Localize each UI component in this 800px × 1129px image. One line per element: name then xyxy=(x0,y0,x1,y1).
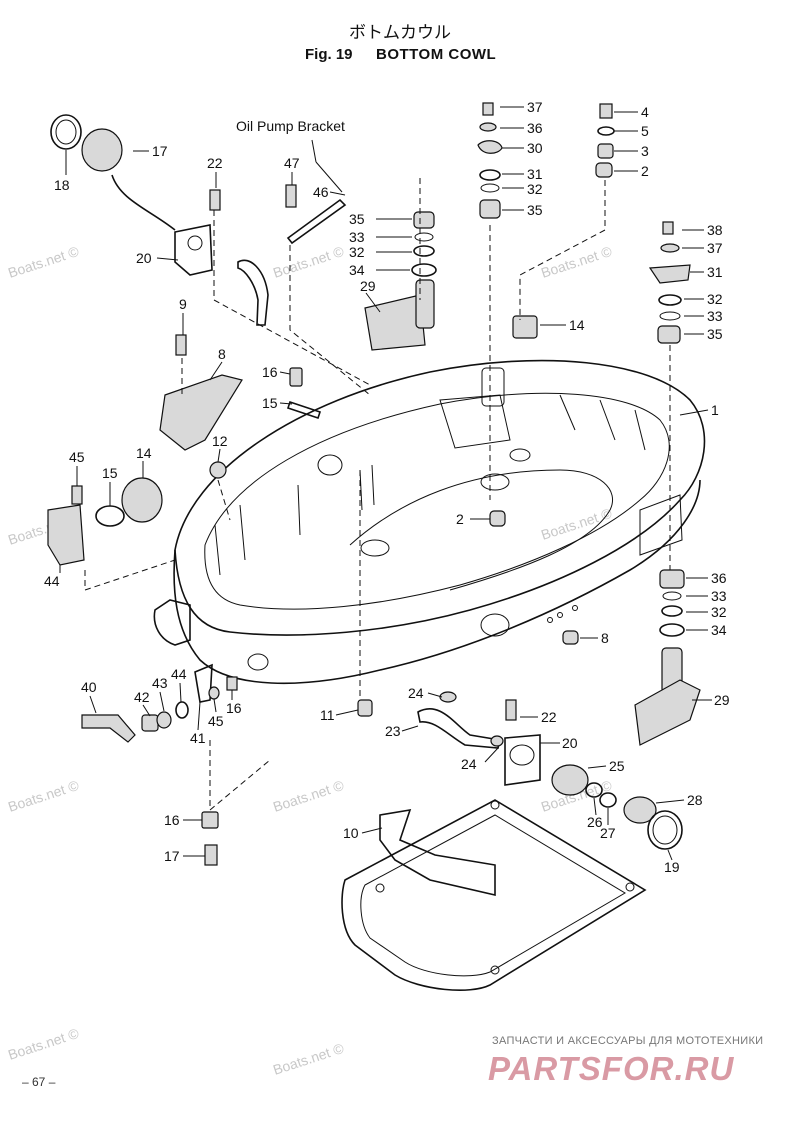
watermark: Boats.net © xyxy=(539,505,614,543)
callout: 32 xyxy=(349,244,365,260)
oil-pump-bracket-label: Oil Pump Bracket xyxy=(236,118,345,134)
callout: 45 xyxy=(69,449,85,465)
callout: 24 xyxy=(408,685,424,701)
callout: 35 xyxy=(349,211,365,227)
footer-tagline: ЗАПЧАСТИ И АКСЕССУАРЫ ДЛЯ МОТОТЕХНИКИ xyxy=(492,1035,764,1047)
callout: 15 xyxy=(102,465,118,481)
leader-lines xyxy=(59,106,712,861)
callout: 4 xyxy=(641,104,649,120)
callout: 46 xyxy=(313,184,329,200)
callout: 15 xyxy=(262,395,278,411)
callout: 2 xyxy=(641,163,649,179)
callout: 25 xyxy=(609,758,625,774)
callout: 32 xyxy=(527,181,543,197)
callout: 3 xyxy=(641,143,649,159)
small-parts xyxy=(47,102,701,866)
callout: 16 xyxy=(262,364,278,380)
callout: 20 xyxy=(136,250,152,266)
callout: 35 xyxy=(707,326,723,342)
callout: 37 xyxy=(707,240,723,256)
callout: 45 xyxy=(208,713,224,729)
watermark: Boats.net © xyxy=(271,1040,346,1078)
callout: 19 xyxy=(664,859,680,875)
callout: 29 xyxy=(360,278,376,294)
callout: 8 xyxy=(601,630,609,646)
callout: 20 xyxy=(562,735,578,751)
callout: 44 xyxy=(171,666,187,682)
callout: 33 xyxy=(711,588,727,604)
callout: 42 xyxy=(134,689,150,705)
callout: 36 xyxy=(711,570,727,586)
callout: 8 xyxy=(218,346,226,362)
callout: 34 xyxy=(349,262,365,278)
callout: 16 xyxy=(226,700,242,716)
callout: 28 xyxy=(687,792,703,808)
callout: 12 xyxy=(212,433,228,449)
callout: 41 xyxy=(190,730,206,746)
callout: 2 xyxy=(456,511,464,527)
callout: 36 xyxy=(527,120,543,136)
callout: 32 xyxy=(707,291,723,307)
callout: 34 xyxy=(711,622,727,638)
callout: 33 xyxy=(349,229,365,245)
callout: 1 xyxy=(711,402,719,418)
footer-logo: PARTSFOR.RU xyxy=(488,1050,735,1087)
title-japanese: ボトムカウル xyxy=(349,23,451,43)
callout: 22 xyxy=(207,155,223,171)
callout: 37 xyxy=(527,99,543,115)
callout: 11 xyxy=(320,707,335,723)
callout: 43 xyxy=(152,675,168,691)
callout: 5 xyxy=(641,123,649,139)
watermark: Boats.net © xyxy=(539,243,614,281)
watermark: Boats.net © xyxy=(6,777,81,815)
callout: 31 xyxy=(527,166,543,182)
oil-pump-bracket-group: Oil Pump Bracket xyxy=(236,118,345,193)
watermark: Boats.net © xyxy=(271,243,346,281)
figure-number: Fig. 19 xyxy=(305,46,353,63)
watermark: Boats.net © xyxy=(271,777,346,815)
callout: 24 xyxy=(461,756,477,772)
callout: 32 xyxy=(711,604,727,620)
callout: 29 xyxy=(714,692,730,708)
callout: 47 xyxy=(284,155,300,171)
callout: 22 xyxy=(541,709,557,725)
callout: 16 xyxy=(164,812,180,828)
callout: 27 xyxy=(600,825,616,841)
callout: 14 xyxy=(569,317,585,333)
callout-labels: 37 36 30 31 32 35 4 5 3 2 35 33 32 34 29… xyxy=(44,99,730,875)
assembly-dashed-lines xyxy=(84,178,671,812)
callout: 31 xyxy=(707,264,723,280)
callout: 30 xyxy=(527,140,543,156)
callout: 40 xyxy=(81,679,97,695)
callout: 38 xyxy=(707,222,723,238)
bottom-cowl-body xyxy=(153,359,706,685)
callout: 33 xyxy=(707,308,723,324)
callout: 10 xyxy=(343,825,359,841)
callout: 18 xyxy=(54,177,70,193)
callout: 23 xyxy=(385,723,401,739)
figure-title: BOTTOM COWL xyxy=(376,46,497,63)
callout: 35 xyxy=(527,202,543,218)
page-number: – 67 – xyxy=(22,1075,56,1089)
callout: 44 xyxy=(44,573,60,589)
watermark: Boats.net © xyxy=(6,1025,81,1063)
watermark: Boats.net © xyxy=(6,243,81,281)
callout: 17 xyxy=(152,143,168,159)
callout: 17 xyxy=(164,848,180,864)
callout: 9 xyxy=(179,296,187,312)
bottom-plate xyxy=(341,799,647,991)
callout: 14 xyxy=(136,445,152,461)
callout: 26 xyxy=(587,814,603,830)
